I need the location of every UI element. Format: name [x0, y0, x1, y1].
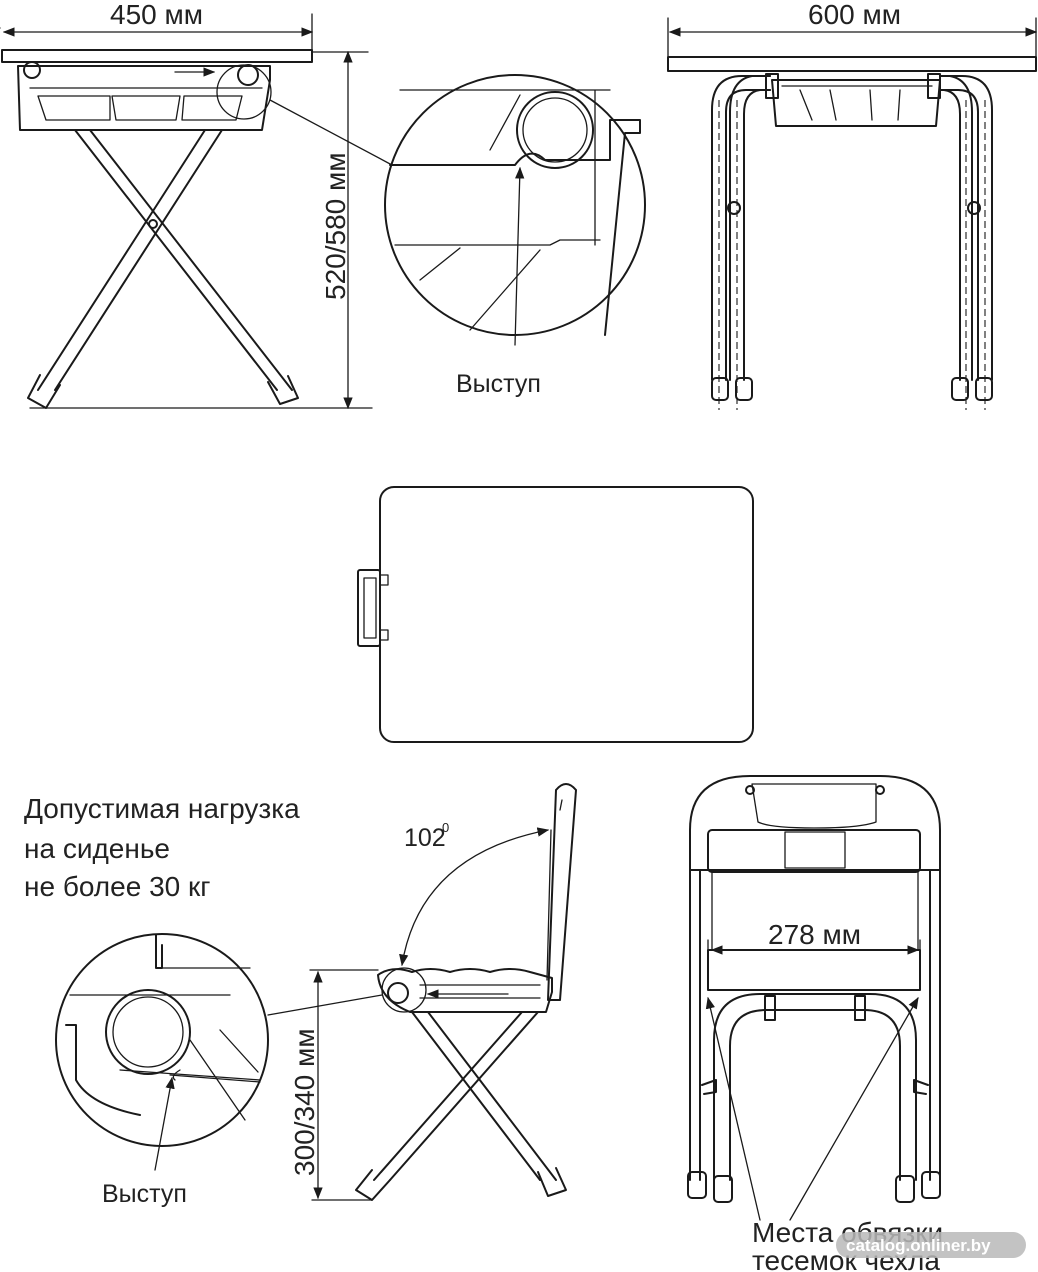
table-top-view — [357, 486, 754, 743]
table-side-view — [0, 13, 393, 410]
chair-detail-circle — [55, 933, 269, 1147]
table-height-label: 520/580 мм — [320, 153, 351, 301]
chair-angle-value: 102 — [404, 824, 446, 852]
chair-detail-callout — [55, 933, 269, 1171]
chair-load-note: Допустимая нагрузка на сиденье не более … — [24, 793, 300, 902]
chair-front-leg-right — [929, 869, 941, 1181]
table-foot-left — [27, 374, 61, 409]
chair-front-view — [687, 775, 941, 1221]
chair-load-line-3: не более 30 кг — [24, 871, 210, 902]
chair-load-line-2: на сиденье — [24, 833, 170, 864]
table-top-side — [1, 49, 313, 63]
table-leg-2 — [37, 129, 223, 391]
table-width-label: 600 мм — [808, 0, 901, 30]
table-detail-circle — [384, 74, 646, 336]
chair-side-view — [267, 783, 577, 1201]
chair-leg-1 — [411, 1011, 557, 1181]
chair-backrest — [547, 783, 577, 1001]
table-depth-label: 450 мм — [110, 0, 203, 30]
chair-seat — [377, 968, 553, 1013]
table-leg-1 — [74, 129, 293, 391]
chair-angle-unit: 0 — [442, 820, 449, 835]
watermark: catalog.onliner.by — [836, 1232, 1026, 1258]
table-top-front — [667, 56, 1037, 72]
table-callout-label: Выступ — [456, 370, 541, 398]
chair-front-leg-left — [689, 869, 701, 1181]
tabletop-outline — [379, 486, 754, 743]
chair-leg-2 — [373, 1011, 539, 1181]
table-detail-callout — [384, 74, 646, 346]
tabletop-handle — [357, 569, 381, 647]
chair-back-frame — [689, 775, 941, 871]
table-frame — [17, 65, 271, 131]
chair-foot-left — [355, 1169, 391, 1201]
chair-angle-arc — [399, 827, 550, 967]
table-foot-right — [267, 375, 299, 405]
chair-load-line-1: Допустимая нагрузка — [24, 793, 300, 824]
chair-callout-label: Выступ — [102, 1180, 187, 1208]
chair-seat-width-label: 278 мм — [768, 919, 861, 950]
table-front-view — [667, 17, 1038, 410]
chair-height-label: 300/340 мм — [289, 1029, 320, 1177]
chair-seat-front — [707, 949, 921, 991]
chair-foot-right — [537, 1167, 567, 1197]
watermark-text: catalog.onliner.by — [846, 1236, 991, 1255]
